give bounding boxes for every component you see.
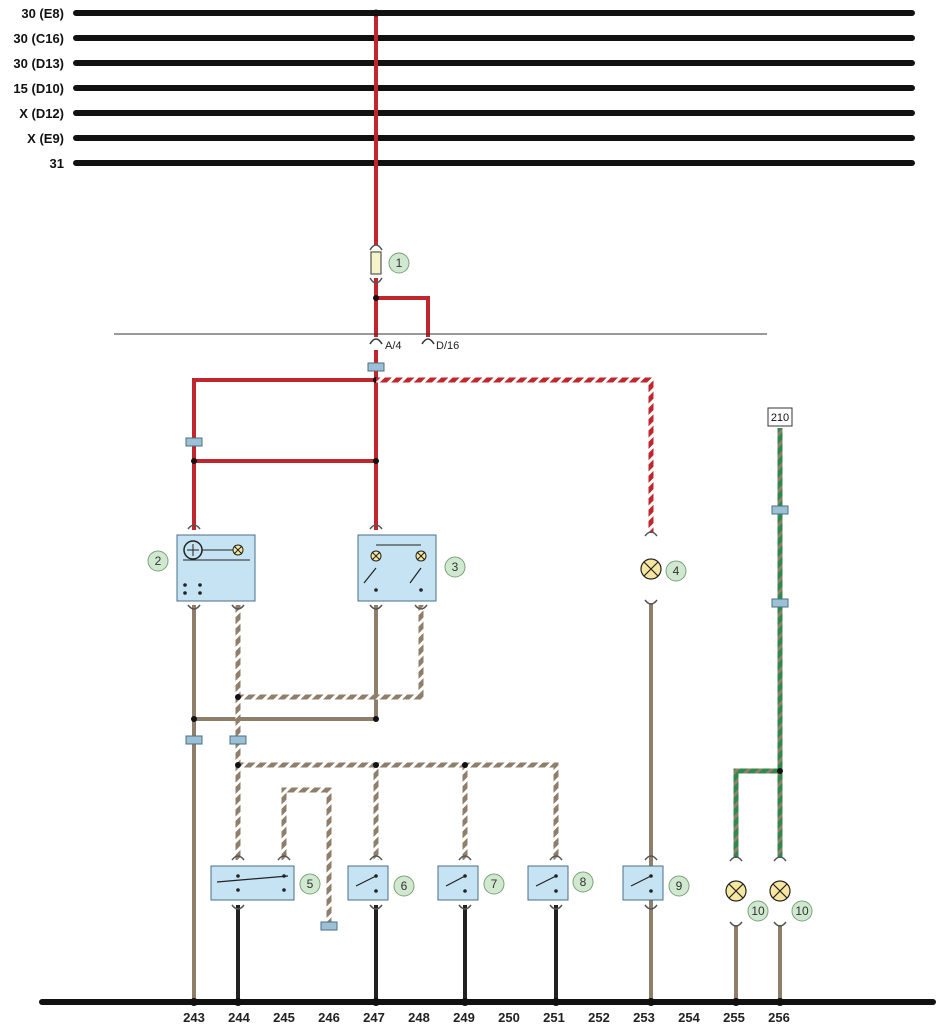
callout-3: 3 [444,556,466,578]
bus-labels: 30 (E8) 30 (C16) 30 (D13) 15 (D10) X (D1… [13,6,64,171]
callout-10-right-label: 10 [795,904,809,918]
reference-box-210: 210 [767,407,793,427]
callout-3-label: 3 [452,560,459,574]
bus-label-x-e9: X (E9) [27,131,64,146]
bottom-number: 243 [183,1010,205,1025]
callout-10-left: 10 [747,900,769,922]
connector-d16-label: D/16 [436,340,459,352]
callout-9: 9 [668,875,690,897]
bottom-number: 253 [633,1010,655,1025]
ground-wires [236,905,558,1000]
callout-1: 1 [388,252,410,274]
junction-dot [235,694,241,700]
bus-label-30-c16: 30 (C16) [13,31,64,46]
bottom-reference-numbers: 243 244 245 246 247 248 249 250 251 252 … [183,1010,790,1025]
lamp-10-left [725,856,747,927]
splice-block [185,735,203,745]
lamp-10-right [769,856,791,927]
callout-5-label: 5 [307,877,314,891]
connector-a4-symbol [369,338,383,345]
switch-2 [176,524,256,610]
callout-7-label: 7 [491,877,498,891]
bottom-number: 249 [453,1010,475,1025]
brown-white-wire-door-bus [238,762,559,860]
bus-label-30-e8: 30 (E8) [21,6,64,21]
splice-block [771,598,789,608]
red-wire-to-switch-2 [192,378,376,530]
connector-d16-symbol [421,338,435,345]
bottom-number: 248 [408,1010,430,1025]
callout-5: 5 [299,873,321,895]
callout-10-left-label: 10 [751,904,765,918]
junction-dot [462,762,468,768]
reference-box-label: 210 [771,412,789,424]
junction-dot [191,458,197,464]
green-wire-branch [733,768,780,858]
bus-label-31: 31 [50,156,64,171]
switch-9 [622,855,664,910]
junction-dot [373,762,379,768]
callout-10-right: 10 [791,900,813,922]
junction-dot [372,9,380,17]
brown-white-wire-245-246 [281,787,332,922]
bottom-number: 254 [678,1010,700,1025]
callout-2-label: 2 [155,554,162,568]
junction-dot [191,716,197,722]
splice-blocks [185,362,789,931]
callout-8: 8 [572,871,594,893]
red-white-wire-to-lamp-4 [376,377,654,533]
callout-4-label: 4 [673,564,680,578]
bottom-number: 244 [228,1010,250,1025]
callout-6: 6 [393,875,415,897]
brown-wire-switch-3-return [194,605,378,721]
switch-6 [347,855,389,910]
green-wires [733,428,783,858]
brown-white-wire-switch-3b [238,605,424,700]
bottom-number: 250 [498,1010,520,1025]
callout-6-label: 6 [401,879,408,893]
junction-dot [373,458,379,464]
brown-wires [192,603,782,1000]
ground-junctions [190,998,784,1006]
fuse-1 [369,244,383,284]
callout-9-label: 9 [676,879,683,893]
brown-white-wires [235,605,559,922]
bus-label-30-d13: 30 (D13) [13,56,64,71]
callout-2: 2 [147,550,169,572]
splice-block [185,437,203,447]
bottom-number: 245 [273,1010,295,1025]
junction-dot [235,762,241,768]
bottom-number: 256 [768,1010,790,1025]
junction-dot [373,716,379,722]
bottom-number: 252 [588,1010,610,1025]
callout-4: 4 [665,560,687,582]
red-wire-d16-loop [376,296,430,337]
splice-block [320,921,338,931]
junction-dot [373,295,379,301]
callout-8-label: 8 [580,875,587,889]
switch-7 [437,855,479,910]
callouts: 1 2 3 4 5 6 7 8 9 10 10 [147,252,813,922]
switch-8 [527,855,569,910]
bottom-number: 255 [723,1010,745,1025]
bottom-number: 247 [363,1010,385,1025]
callout-7: 7 [483,873,505,895]
bottom-number: 246 [318,1010,340,1025]
switch-3 [357,524,437,610]
lamp-4 [640,531,662,605]
switch-5 [210,855,295,910]
bus-bars [73,10,915,166]
splice-block [771,505,789,515]
connector-a4-label: A/4 [385,340,402,352]
bottom-number: 251 [543,1010,565,1025]
splice-block [367,362,385,372]
junction-dot [777,768,783,774]
splice-block [229,735,247,745]
bus-label-x-d12: X (D12) [19,106,64,121]
bus-label-15-d10: 15 (D10) [13,81,64,96]
callout-1-label: 1 [396,256,403,270]
